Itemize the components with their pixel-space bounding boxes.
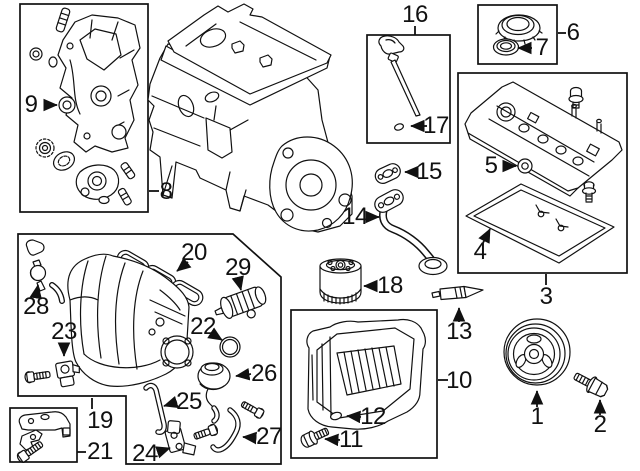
pcv-valve-drawing — [25, 239, 65, 304]
callout-18[interactable]: 18 — [377, 272, 403, 299]
engine-block-drawing — [147, 3, 353, 233]
callout-6[interactable]: 6 — [566, 19, 580, 46]
callout-16[interactable]: 16 — [402, 1, 428, 28]
bracket-24-drawing — [164, 420, 219, 456]
hose-27-drawing — [210, 407, 241, 453]
dipstick-oring-drawing — [394, 123, 404, 131]
hose-25-drawing — [143, 382, 167, 435]
callout-12[interactable]: 12 — [360, 403, 386, 430]
bolt-icon — [193, 423, 219, 440]
leader-11 — [324, 433, 341, 447]
callout-26[interactable]: 26 — [251, 360, 277, 387]
sealant-tube-drawing — [431, 285, 484, 301]
pickup-gasket-drawing — [374, 163, 401, 184]
bolt-icon — [117, 187, 132, 206]
callout-leaders — [29, 26, 607, 459]
callout-27[interactable]: 27 — [256, 423, 282, 450]
callout-8[interactable]: 8 — [159, 178, 173, 205]
leader-4 — [478, 228, 491, 244]
throttle-oring-drawing — [219, 336, 241, 358]
bolt-icon — [55, 7, 71, 33]
callout-7[interactable]: 7 — [535, 34, 549, 61]
spark-plug-seal-drawing — [517, 158, 533, 174]
callout-24[interactable]: 24 — [132, 440, 158, 467]
mount-bracket-drawing — [16, 411, 71, 463]
bolt-icon — [24, 371, 51, 384]
callout-22[interactable]: 22 — [190, 313, 216, 340]
bolt-icon — [16, 441, 44, 463]
callout-20[interactable]: 20 — [181, 239, 207, 266]
callout-21[interactable]: 21 — [87, 438, 113, 465]
callout-28[interactable]: 28 — [23, 293, 49, 320]
drain-plug-gasket-drawing — [330, 411, 342, 421]
callout-4[interactable]: 4 — [473, 238, 487, 265]
callout-2[interactable]: 2 — [593, 411, 607, 438]
crank-seal-drawing — [58, 96, 76, 114]
dipstick-drawing — [378, 35, 421, 131]
valve-cover-drawing — [464, 81, 623, 264]
knock-sensor-drawing — [24, 360, 80, 388]
leader-20 — [176, 257, 192, 272]
callout-10[interactable]: 10 — [446, 367, 472, 394]
valve-cover-gasket-drawing — [465, 183, 615, 264]
callout-23[interactable]: 23 — [51, 318, 77, 345]
leader-24 — [155, 446, 171, 459]
crank-pulley-drawing — [503, 318, 571, 386]
callout-25[interactable]: 25 — [176, 388, 202, 415]
oil-pickup-tube-drawing — [374, 189, 448, 276]
callout-29[interactable]: 29 — [225, 254, 251, 281]
bolt-icon — [568, 86, 584, 109]
callout-14[interactable]: 14 — [342, 203, 368, 230]
leader-26 — [235, 367, 252, 381]
leader-22 — [207, 327, 223, 341]
oil-pan-drawing — [300, 318, 426, 448]
purge-valve-drawing — [214, 286, 267, 319]
leader-27 — [242, 431, 257, 445]
check-valve-drawing — [197, 362, 231, 424]
callout-19[interactable]: 19 — [87, 407, 113, 434]
drain-bolt-drawing — [300, 427, 330, 448]
leader-29 — [231, 275, 244, 291]
leader-28 — [29, 284, 42, 300]
bolt-icon — [240, 401, 265, 419]
leader-12 — [346, 410, 362, 424]
callout-3[interactable]: 3 — [539, 283, 553, 310]
callout-5[interactable]: 5 — [484, 152, 498, 179]
timing-cover-drawing — [29, 7, 141, 206]
oil-filter-drawing — [319, 258, 362, 305]
bolt-icon — [120, 162, 136, 180]
callout-13[interactable]: 13 — [446, 318, 472, 345]
bolt-icon — [581, 181, 597, 203]
leader-25 — [163, 396, 179, 409]
callout-15[interactable]: 15 — [416, 158, 442, 185]
callout-1[interactable]: 1 — [530, 403, 544, 430]
cap-gasket-drawing — [492, 38, 520, 56]
pulley-bolt-drawing — [573, 372, 609, 398]
oil-cap-drawing — [492, 14, 543, 56]
callout-17[interactable]: 17 — [423, 112, 449, 139]
intake-manifold-drawing — [67, 253, 194, 387]
callout-9[interactable]: 9 — [24, 91, 38, 118]
callout-11[interactable]: 11 — [339, 426, 363, 453]
